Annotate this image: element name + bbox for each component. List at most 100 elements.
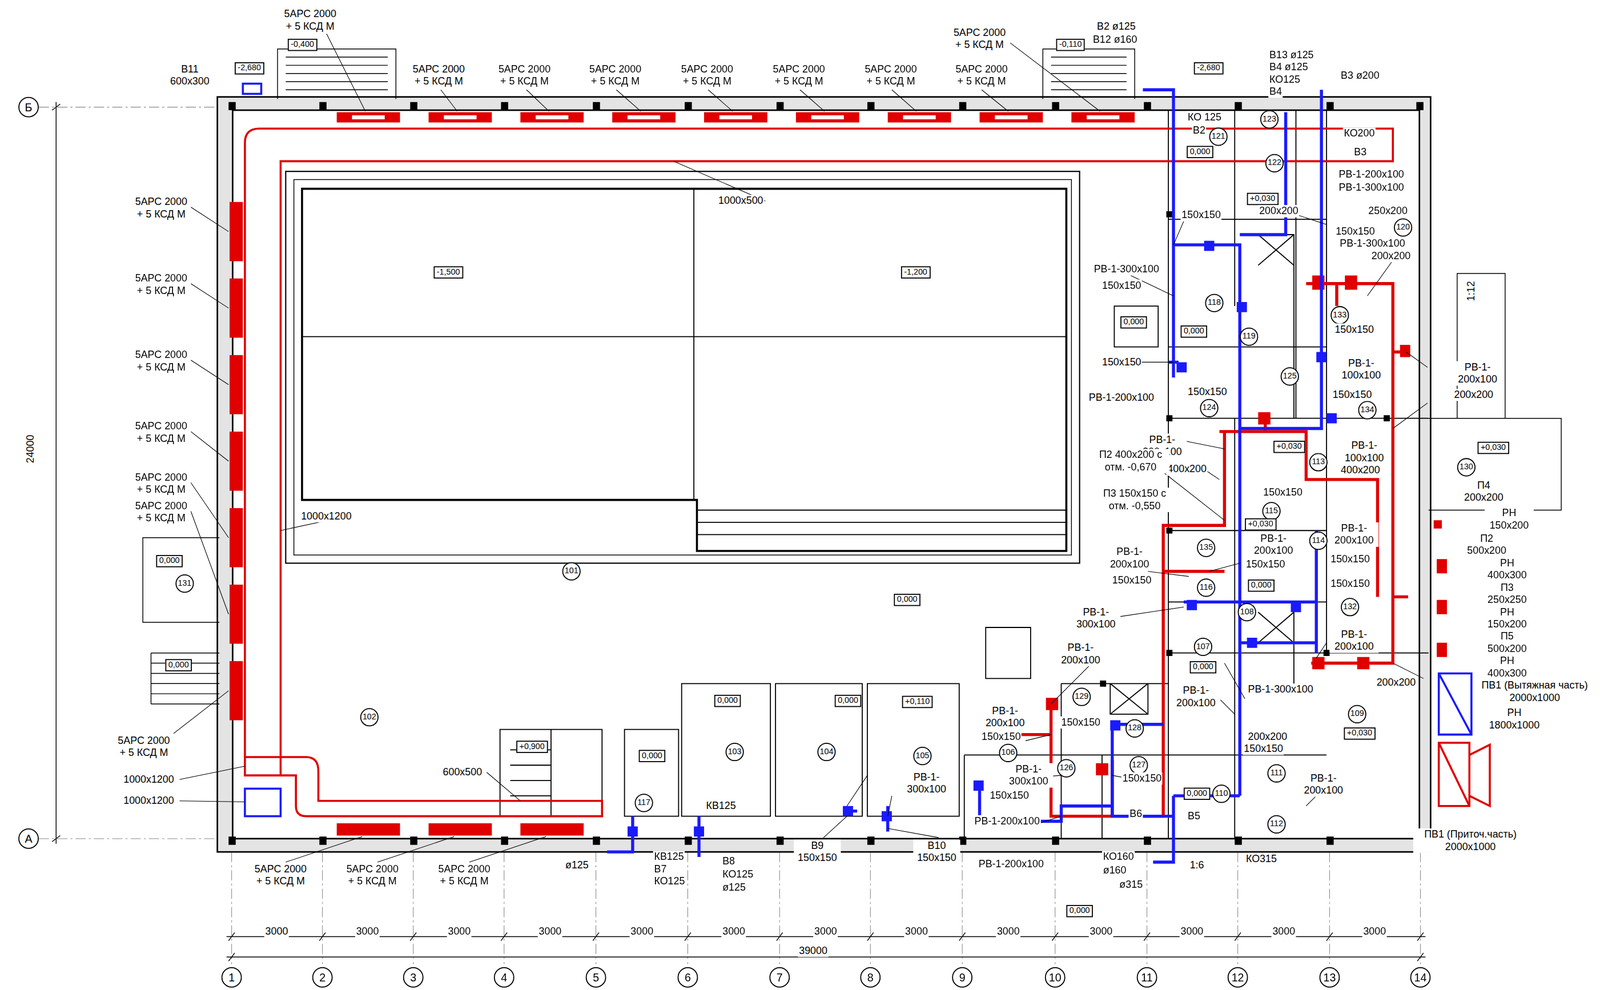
- plan-label: 5АРС 2000 + 5 КСД М: [114, 734, 174, 760]
- room-number-text: 113: [1311, 457, 1325, 466]
- plan-label: В10 150х150: [913, 839, 960, 865]
- plan-label: 5АРС 2000 + 5 КСД М: [131, 471, 192, 497]
- axis-name: 12: [1231, 971, 1245, 984]
- room-number-text: 122: [1267, 159, 1282, 168]
- plan-label: ПВ1 (Вытяжная часть) 2000х1000: [1473, 679, 1596, 705]
- plan-label: 600х500: [441, 766, 484, 779]
- room-number-text: 115: [1264, 507, 1278, 516]
- grid-axis-bubble: 3: [403, 967, 424, 988]
- level-mark: 0,000: [1183, 788, 1211, 800]
- plan-label: РВ-1- 300х100: [1003, 763, 1053, 789]
- level-value: 0,000: [168, 660, 190, 671]
- plan-label: РВ-1- 300х100: [902, 771, 952, 797]
- plan-label: 5АРС 2000 + 5 КСД М: [131, 500, 192, 525]
- plan-label: КО125: [653, 875, 687, 888]
- plan-label: 3000: [1179, 925, 1205, 938]
- axis-name: 6: [684, 971, 691, 984]
- plan-label: 150х150: [1060, 716, 1102, 729]
- room-number-text: 112: [1269, 820, 1284, 829]
- plan-label: КВ125: [705, 800, 738, 812]
- plan-label: 150х150: [1100, 279, 1143, 292]
- level-mark: 0,000: [1066, 905, 1093, 918]
- level-value: -2,680: [237, 63, 261, 74]
- level-value: -1,200: [903, 267, 928, 278]
- plan-label: В8: [721, 855, 736, 868]
- room-number: 119: [1239, 327, 1258, 347]
- plan-label: П3 150х150 с отм. -0,550: [1095, 487, 1174, 513]
- plan-label: В13 ø125: [1268, 49, 1315, 62]
- room-number: 118: [1204, 294, 1224, 313]
- plan-label: РВ-1- 200х100: [1329, 522, 1379, 548]
- room-number-text: 126: [1059, 764, 1073, 773]
- level-mark: +0,030: [1273, 440, 1305, 453]
- plan-label: РВ-1-200х100: [977, 858, 1045, 871]
- room-number-text: 103: [728, 748, 742, 757]
- room-number-text: 108: [1240, 608, 1254, 617]
- plan-label: 1000х500: [717, 194, 765, 207]
- plan-label: ø125: [721, 881, 747, 894]
- plan-label: ø315: [1118, 878, 1144, 891]
- plan-label: РН 400х300: [1482, 557, 1533, 582]
- plan-label: 200х200: [1453, 388, 1495, 401]
- level-mark: +0,030: [1477, 441, 1510, 454]
- plan-label: РВ-1- 200х100: [1104, 545, 1155, 571]
- room-number-text: 110: [1215, 789, 1229, 798]
- plan-label: 5АРС 2000 + 5 КСД М: [434, 863, 494, 888]
- axis-name: 1: [228, 971, 235, 984]
- plan-label: П3 250х250: [1482, 581, 1533, 607]
- axis-name: 3: [409, 971, 417, 984]
- grid-axis-bubble: 6: [677, 967, 699, 988]
- plan-label: 1000х1200: [122, 794, 175, 807]
- plan-label: 400х200: [1339, 464, 1381, 477]
- room-number-text: 104: [819, 748, 834, 757]
- plan-label: РВ-1-200х100: [973, 815, 1041, 828]
- room-number-text: 109: [1350, 710, 1365, 719]
- plan-label: 5АРС 2000 + 5 КСД М: [251, 863, 311, 888]
- plan-label: 5АРС 2000 + 5 КСД М: [342, 863, 402, 888]
- room-number-text: 123: [1262, 115, 1277, 124]
- plan-label: 150х150: [1329, 553, 1371, 566]
- room-number-text: 135: [1199, 543, 1213, 552]
- room-number: 131: [175, 574, 195, 594]
- axis-name: 14: [1414, 971, 1427, 984]
- plan-label: В2 ø125: [1095, 20, 1137, 33]
- plan-label: 150х150: [1180, 208, 1222, 221]
- level-value: -0,110: [1059, 39, 1082, 51]
- plan-label: 5АРС 2000 + 5 КСД М: [131, 348, 192, 374]
- level-mark: -2,680: [1194, 62, 1224, 75]
- plan-label: 1000х1200: [122, 773, 175, 786]
- room-number: 113: [1309, 452, 1328, 472]
- plan-label: 5АРС 2000 + 5 КСД М: [769, 63, 829, 88]
- level-mark: +0,030: [1343, 727, 1376, 740]
- level-value: 0,000: [1190, 146, 1211, 158]
- grid-axis-bubble: 9: [951, 967, 973, 988]
- plan-label: 150х150: [1121, 772, 1163, 785]
- grid-axis-bubble: 2: [312, 967, 333, 988]
- room-number-text: 134: [1360, 405, 1375, 414]
- level-value: -0,400: [290, 39, 315, 51]
- grid-axis-bubble: Б: [18, 97, 39, 118]
- plan-label: В6: [1128, 807, 1143, 820]
- plan-label: В9 150х150: [793, 839, 841, 865]
- room-number-text: 116: [1199, 583, 1213, 592]
- plan-label: КО160: [1102, 850, 1136, 863]
- plan-label: 150х150: [1334, 225, 1376, 238]
- room-number-text: 117: [637, 798, 651, 807]
- plan-label: РН 150х200: [1482, 605, 1533, 631]
- grid-axis-bubble: 12: [1227, 967, 1249, 988]
- level-mark: 0,000: [834, 694, 862, 707]
- room-number: 111: [1267, 764, 1286, 783]
- plan-label: ø125: [564, 859, 590, 872]
- plan-label: 400х200: [1166, 463, 1208, 476]
- axis-name: А: [24, 833, 32, 845]
- room-number-text: 129: [1074, 692, 1089, 701]
- plan-label: 3000: [813, 925, 838, 938]
- plan-label: РВ-1- 200х100: [1299, 772, 1349, 798]
- plan-label: РВ-1- 200х100: [1171, 684, 1221, 710]
- grid-axis-bubble: 8: [859, 967, 881, 988]
- plan-label: 3000: [447, 925, 472, 938]
- level-value: +0,110: [905, 697, 930, 708]
- plan-label: 5АРС 2000 + 5 КСД М: [131, 272, 192, 297]
- level-value: 0,000: [641, 750, 663, 762]
